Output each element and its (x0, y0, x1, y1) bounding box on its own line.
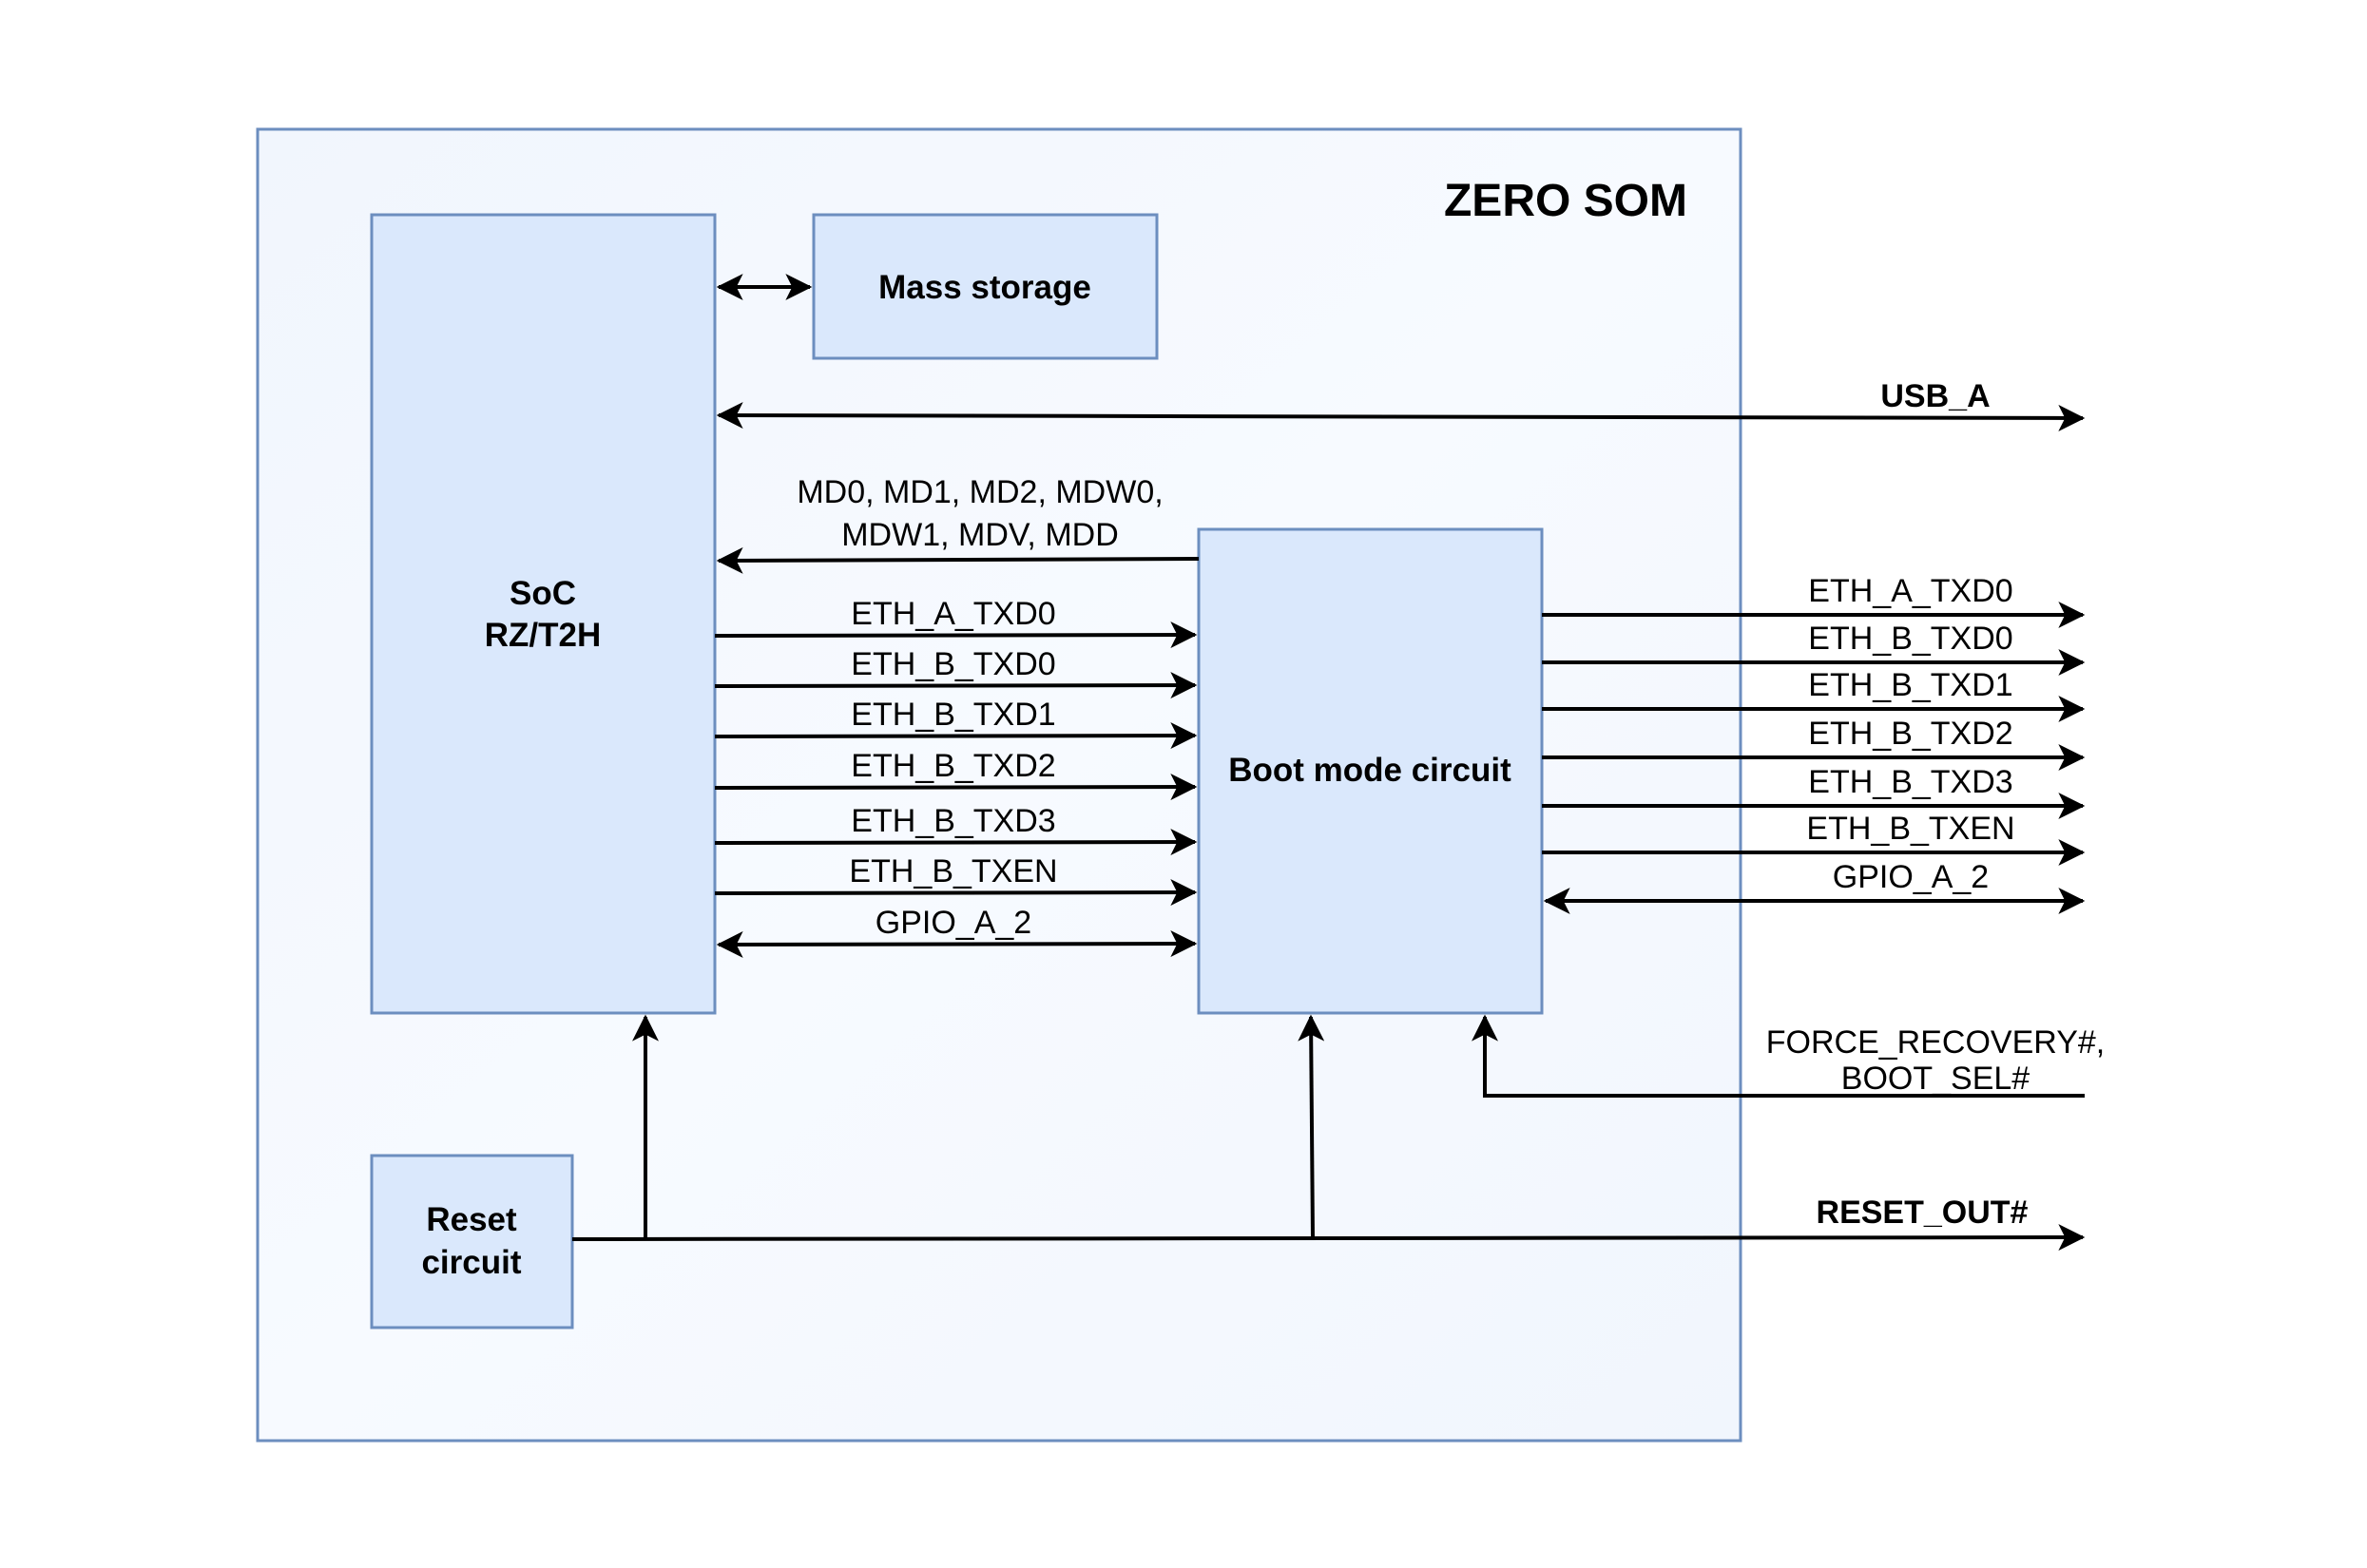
mode-pins-wire (716, 546, 1200, 574)
reset-label-line2: circuit (421, 1244, 521, 1281)
mode-pins-label-line1: MD0, MD1, MD2, MDW0, (797, 474, 1163, 510)
reset-out-label: RESET_OUT# (1817, 1195, 2029, 1231)
boot-out-signal-label: ETH_B_TXD2 (1808, 716, 2012, 752)
soc-label-line2: RZ/T2H (485, 617, 602, 654)
mode-pins-label-line2: MDW1, MDV, MDD (841, 517, 1119, 553)
reset-label-line1: Reset (426, 1201, 517, 1238)
soc-boot-signal-label: ETH_B_TXD0 (851, 646, 1055, 682)
force-recovery-label-line1: FORCE_RECOVERY#, (1766, 1024, 2105, 1061)
boot-out-signal-label: ETH_B_TXD1 (1808, 667, 2012, 703)
soc-boot-signal-label: ETH_B_TXD2 (851, 748, 1055, 784)
soc-boot-signal-label: GPIO_A_2 (876, 905, 1031, 941)
mass-storage-label: Mass storage (878, 269, 1091, 306)
usb-a-wire (716, 402, 2086, 431)
force-recovery-wire (1472, 1014, 2085, 1098)
soc-to-boot-signals: ETH_A_TXD0ETH_B_TXD0ETH_B_TXD1ETH_B_TXD2… (714, 596, 1198, 958)
reset-to-boot-wire (1298, 1014, 1325, 1240)
som-title: ZERO SOM (1444, 176, 1687, 226)
soc-boot-signal-label: ETH_B_TXD3 (851, 803, 1055, 839)
soc-boot-wire-eth-a-txd0 (714, 621, 1198, 649)
boot-out-signal-label: ETH_A_TXD0 (1808, 573, 2012, 609)
soc-label-line1: SoC (510, 575, 576, 612)
soc-block[interactable]: SoC RZ/T2H (370, 213, 717, 1015)
soc-boot-wire-eth-b-txen (714, 879, 1198, 907)
boot-out-signal-label: GPIO_A_2 (1833, 859, 1989, 895)
usb-a-label: USB_A (1880, 378, 1990, 414)
boot-out-signal-label: ETH_B_TXEN (1806, 811, 2014, 847)
soc-boot-signal-label: ETH_B_TXEN (849, 853, 1057, 889)
boot-output-signals: ETH_A_TXD0ETH_B_TXD0ETH_B_TXD1ETH_B_TXD2… (1542, 573, 2086, 914)
soc-boot-wire-eth-b-txd2 (714, 774, 1198, 801)
boot-out-signal-label: ETH_B_TXD0 (1808, 621, 2012, 657)
boot-mode-circuit-block[interactable]: Boot mode circuit (1197, 527, 1544, 1015)
soc-boot-wire-gpio-a-2 (716, 930, 1198, 958)
soc-boot-wire-eth-b-txd0 (714, 672, 1198, 699)
mass-storage-block[interactable]: Mass storage (812, 213, 1159, 360)
soc-boot-signal-label: ETH_A_TXD0 (851, 596, 1055, 632)
reset-circuit-block[interactable]: Reset circuit (370, 1154, 574, 1329)
force-recovery-label-line2: BOOT_SEL# (1841, 1061, 2030, 1097)
reset-out-wire (571, 1224, 2086, 1252)
soc-boot-signal-label: ETH_B_TXD1 (851, 697, 1055, 733)
boot-mode-label: Boot mode circuit (1228, 752, 1511, 789)
boot-out-signal-label: ETH_B_TXD3 (1808, 764, 2012, 800)
soc-boot-wire-eth-b-txd3 (714, 829, 1198, 856)
